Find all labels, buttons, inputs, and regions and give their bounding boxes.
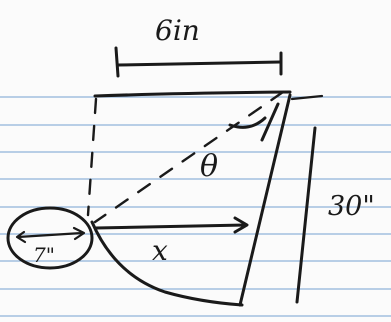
top-width-label: 6in xyxy=(155,14,200,47)
right-wall-inner xyxy=(260,102,280,142)
angle-arc xyxy=(228,116,267,129)
circled-length-ellipse xyxy=(6,206,94,270)
x-label: x xyxy=(152,234,168,267)
corner-tick xyxy=(290,94,324,101)
sag-curve xyxy=(90,220,244,307)
height-label: 30" xyxy=(328,191,375,222)
dashed-left-edge xyxy=(86,97,98,217)
top-dimension-line xyxy=(114,46,283,78)
angle-label: θ xyxy=(200,149,218,184)
circled-length-label: 7" xyxy=(33,243,55,267)
box-top-edge xyxy=(93,90,292,98)
dashed-diagonal xyxy=(93,90,285,224)
x-dimension-line xyxy=(94,216,249,234)
right-wall-outer xyxy=(238,93,292,307)
height-dimension-line xyxy=(295,126,317,304)
circled-length-arrow xyxy=(15,226,86,244)
